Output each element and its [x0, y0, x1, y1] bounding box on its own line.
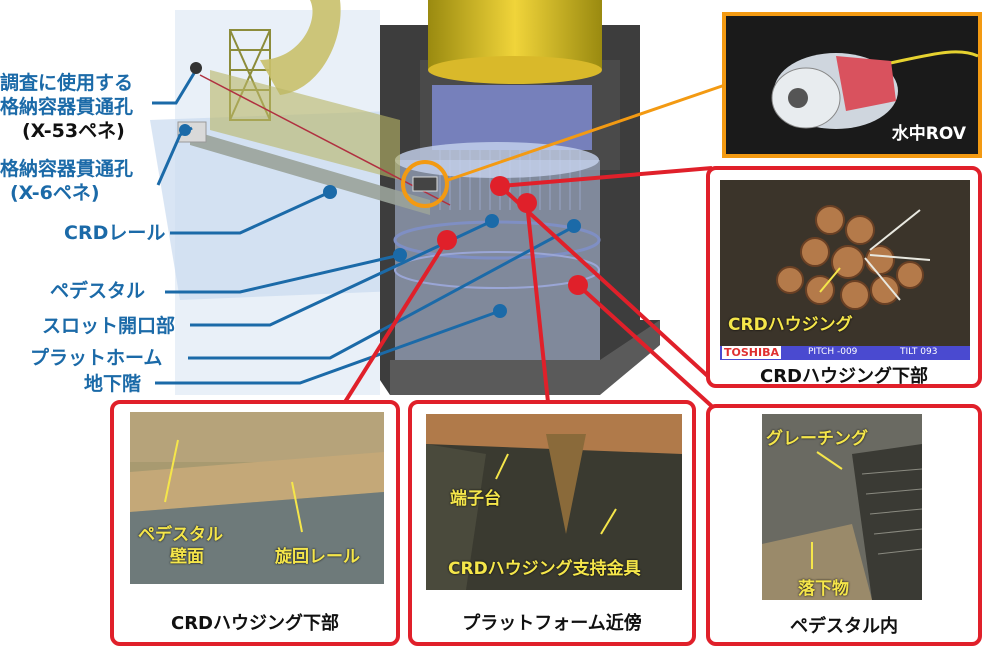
- penetration-x53-line2: 格納容器貫通孔: [0, 96, 134, 118]
- pedestal-inside-image: グレーチング 落下物: [762, 414, 922, 600]
- caption-crd-housing-upper: CRDハウジング下部: [759, 366, 928, 387]
- caption-pedestal-inside: ペデスタル内: [790, 616, 898, 637]
- caption-crd-housing-lower: CRDハウジング下部: [170, 613, 339, 634]
- fallen-object-annotation: 落下物: [798, 579, 849, 599]
- photo-box-crd-housing-upper: CRDハウジング TOSHIBA PITCH -009 TILT 093 CRD…: [706, 166, 982, 388]
- rov-image: [726, 16, 978, 154]
- rov-leader: [447, 83, 726, 182]
- platform-vicinity-image: 端子台 CRDハウジング支持金具: [426, 414, 682, 590]
- pedestal-cylinder: [395, 160, 600, 360]
- crd-rail-label: CRDレール: [64, 222, 166, 244]
- crd-housing-annotation: CRDハウジング: [728, 315, 853, 335]
- penetration-x6-line2: (X-6ペネ): [10, 182, 100, 204]
- grating-annotation: グレーチング: [766, 429, 868, 449]
- caption-platform-vicinity: プラットフォーム近傍: [462, 613, 642, 634]
- crd-housing-lower-image: ペデスタル 壁面 旋回レール: [130, 412, 384, 584]
- overlay-brand: TOSHIBA: [722, 346, 781, 359]
- terminal-block-annotation: 端子台: [450, 489, 501, 509]
- rov-photo: 水中ROV: [722, 12, 982, 158]
- housing-support-annotation: CRDハウジング支持金具: [448, 559, 641, 579]
- pedestal-wall-annotation-line2: 壁面: [170, 547, 204, 567]
- pedestal-label: ペデスタル: [50, 280, 146, 302]
- overlay-tilt: TILT 093: [900, 347, 938, 357]
- pedestal-wall-annotation-line1: ペデスタル: [138, 525, 223, 545]
- rov-label: 水中ROV: [891, 124, 966, 144]
- photo-box-platform-vicinity: 端子台 CRDハウジング支持金具 プラットフォーム近傍: [408, 400, 696, 646]
- penetration-x53-line3: (X-53ペネ): [22, 120, 125, 142]
- penetration-x53-line1: 調査に使用する: [0, 72, 134, 94]
- label-leaders: [152, 69, 576, 385]
- photo-box-crd-housing-lower: ペデスタル 壁面 旋回レール CRDハウジング下部: [110, 400, 400, 646]
- platform-label: プラットホーム: [30, 347, 163, 369]
- photo-leaders: [343, 166, 718, 412]
- crd-housing-upper-image: CRDハウジング TOSHIBA PITCH -009 TILT 093: [720, 180, 970, 360]
- penetration-x6-line1: 格納容器貫通孔: [0, 158, 134, 180]
- rov-position-marker: [401, 160, 449, 208]
- crd-rail-structure: [190, 130, 430, 215]
- x53-marker: [190, 62, 202, 74]
- slot-opening-label: スロット開口部: [42, 315, 176, 337]
- overlay-pitch: PITCH -009: [808, 347, 858, 357]
- basement-label: 地下階: [84, 373, 142, 395]
- swivel-rail-annotation: 旋回レール: [275, 547, 360, 567]
- photo-box-pedestal-inside: グレーチング 落下物 ペデスタル内: [706, 404, 982, 646]
